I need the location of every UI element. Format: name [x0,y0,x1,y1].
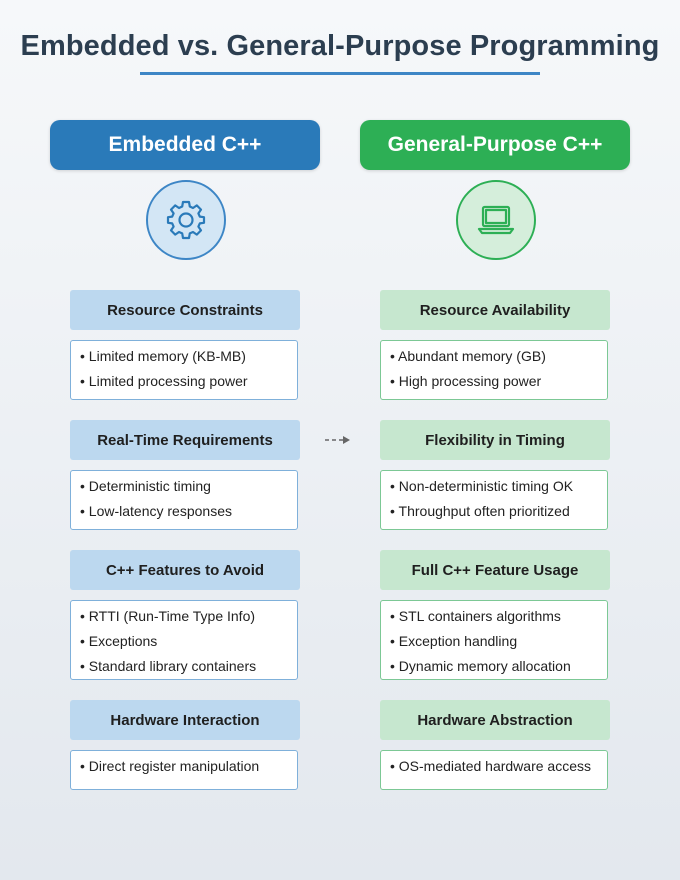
section-title-features-to-avoid: C++ Features to Avoid [70,550,300,590]
section-list-flexibility-in-timing: • Non-deterministic timing OK • Throughp… [380,470,608,530]
section-list-hardware-interaction: • Direct register manipulation [70,750,298,790]
dashed-arrow-icon [325,436,350,444]
section-title-real-time-requirements: Real-Time Requirements [70,420,300,460]
section-title-hardware-abstraction: Hardware Abstraction [380,700,610,740]
list-item: • Direct register manipulation [80,758,260,774]
list-item: • Exceptions [80,633,158,649]
list-item: • OS-mediated hardware access [390,758,591,774]
section-list-full-feature-usage: • STL containers algorithms • Exception … [380,600,608,680]
gear-icon [146,180,226,260]
embedded-column-header: Embedded C++ [50,120,320,170]
section-title-full-feature-usage: Full C++ Feature Usage [380,550,610,590]
section-title-hardware-interaction: Hardware Interaction [70,700,300,740]
title-underline [140,72,540,75]
list-item: • RTTI (Run-Time Type Info) [80,608,256,624]
list-item: • Standard library containers [80,658,257,674]
list-item: • Non-deterministic timing OK [390,478,574,494]
list-item: • Throughput often prioritized [390,503,570,519]
laptop-icon [456,180,536,260]
list-item: • High processing power [390,373,542,389]
section-list-resource-constraints: • Limited memory (KB-MB) • Limited proce… [70,340,298,400]
section-title-flexibility-in-timing: Flexibility in Timing [380,420,610,460]
section-list-resource-availability: • Abundant memory (GB) • High processing… [380,340,608,400]
general-column-header: General-Purpose C++ [360,120,630,170]
section-list-hardware-abstraction: • OS-mediated hardware access [380,750,608,790]
list-item: • Low-latency responses [80,503,232,519]
page-title: Embedded vs. General-Purpose Programming [20,30,660,62]
list-item: • Abundant memory (GB) [390,348,546,364]
list-item: • Dynamic memory allocation [390,658,571,674]
section-list-real-time-requirements: • Deterministic timing • Low-latency res… [70,470,298,530]
list-item: • STL containers algorithms [390,608,561,624]
section-list-features-to-avoid: • RTTI (Run-Time Type Info) • Exceptions… [70,600,298,680]
list-item: • Limited memory (KB-MB) [80,348,246,364]
list-item: • Exception handling [390,633,518,649]
list-item: • Limited processing power [80,373,248,389]
list-item: • Deterministic timing [80,478,211,494]
section-title-resource-constraints: Resource Constraints [70,290,300,330]
section-title-resource-availability: Resource Availability [380,290,610,330]
